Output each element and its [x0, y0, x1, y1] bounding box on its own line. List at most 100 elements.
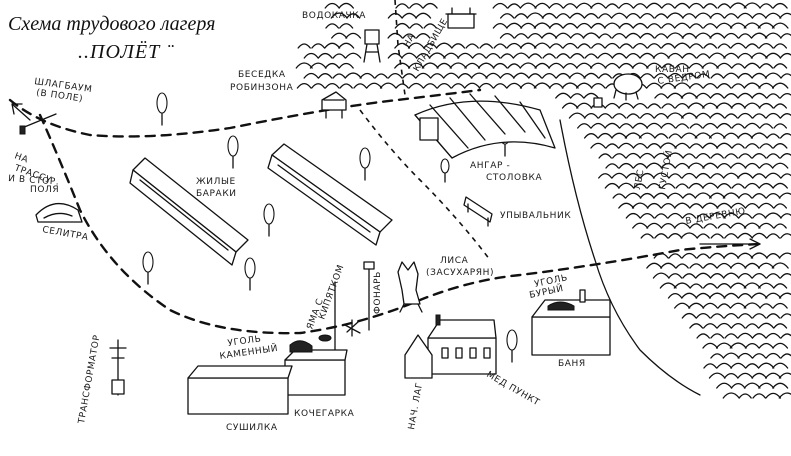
forest-tree-mark	[652, 272, 670, 279]
forest-tree-mark	[612, 193, 626, 199]
forest-tree-mark	[743, 222, 761, 229]
forest-tree-mark	[681, 292, 698, 299]
forest-tree-mark	[660, 222, 676, 229]
forest-tree-mark	[766, 313, 781, 319]
forest-tree-mark	[680, 92, 698, 99]
forest-tree-mark	[729, 302, 747, 309]
forest-tree-mark	[765, 352, 781, 359]
label-forest-2: ГУСТОЙ	[656, 149, 675, 191]
forest-tree-mark	[528, 73, 543, 79]
forest-tree-mark	[296, 82, 312, 89]
forest-tree-mark	[443, 52, 460, 59]
forest-tree-mark	[752, 313, 767, 319]
forest-tree-mark	[682, 273, 697, 279]
forest-tree-mark	[758, 202, 775, 209]
forest-tree-mark	[667, 293, 683, 299]
forest-tree-mark	[618, 102, 635, 109]
tree	[142, 251, 154, 285]
forest-tree-mark	[751, 272, 767, 279]
forest-tree-mark	[555, 32, 572, 39]
forest-tree-mark	[534, 2, 551, 9]
forest-tree-mark	[773, 283, 788, 289]
water-tower	[363, 29, 381, 63]
forest-tree-mark	[512, 52, 530, 59]
forest-tree-mark	[764, 32, 782, 39]
forest-tree-mark	[667, 52, 683, 59]
forest-tree-mark	[618, 202, 635, 209]
forest-tree-mark	[758, 222, 775, 229]
forest-tree-mark	[716, 22, 733, 29]
forest-tree-mark	[744, 122, 761, 129]
forest-tree-mark	[716, 322, 732, 329]
forest-tree-mark	[612, 153, 627, 159]
forest-tree-mark	[715, 102, 733, 109]
forest-tree-mark	[415, 33, 431, 39]
forest-tree-mark	[605, 163, 620, 169]
forest-tree-mark	[723, 312, 739, 319]
forest-tree-mark	[631, 202, 649, 209]
forest-tree-mark	[743, 102, 761, 109]
forest-tree-mark	[457, 52, 474, 59]
forest-tree-mark	[771, 22, 789, 29]
forest-tree-mark	[611, 172, 628, 179]
forest-tree-mark	[709, 252, 725, 259]
forest-tree-mark	[584, 53, 598, 59]
forest-tree-mark	[689, 143, 704, 149]
forest-tree-mark	[710, 73, 724, 79]
forest-tree-mark	[464, 62, 481, 69]
forest-tree-mark	[542, 53, 556, 59]
forest-tree-mark	[569, 93, 585, 99]
woodpile	[344, 319, 361, 337]
forest-tree-mark	[773, 43, 788, 49]
forest-tree-mark	[737, 12, 754, 19]
forest-tree-mark	[534, 62, 550, 69]
forest-tree-mark	[709, 32, 726, 39]
forest-tree-mark	[652, 52, 670, 59]
forest-tree-mark	[737, 112, 753, 119]
forest-tree-mark	[464, 82, 481, 89]
label-highway-1: НА	[13, 151, 30, 165]
forest-tree-mark	[583, 133, 599, 139]
forest-tree-mark	[618, 142, 635, 149]
forest-tree-mark	[759, 163, 774, 169]
forest-tree-mark	[401, 12, 417, 19]
forest-tree-mark	[618, 2, 634, 9]
forest-tree-mark	[702, 302, 719, 309]
barracks-1	[129, 157, 249, 266]
forest-tree-mark	[724, 153, 739, 159]
forest-tree-mark	[688, 182, 704, 189]
forest-tree-mark	[407, 62, 425, 69]
forest-tree-mark	[715, 342, 733, 349]
forest-tree-mark	[722, 392, 740, 399]
forest-tree-mark	[722, 352, 740, 359]
forest-tree-mark	[695, 172, 711, 179]
forest-tree-mark	[646, 62, 663, 69]
forest-tree-mark	[401, 52, 418, 59]
forest-tree-mark	[744, 162, 760, 169]
forest-tree-mark	[703, 23, 718, 29]
forest-tree-mark	[436, 83, 452, 89]
forest-tree-mark	[639, 32, 655, 39]
forest-tree-mark	[709, 112, 725, 119]
forest-tree-mark	[675, 263, 689, 269]
forest-tree-mark	[773, 323, 788, 329]
forest-tree-mark	[661, 3, 676, 9]
forest-tree-mark	[666, 152, 684, 159]
forest-tree-mark	[737, 252, 754, 259]
forest-tree-mark	[653, 192, 670, 199]
label-washstand: УПЫВАЛЬНИК	[500, 211, 571, 221]
small-house-top	[445, 7, 477, 29]
forest-tree-mark	[374, 73, 388, 79]
forest-tree-mark	[717, 43, 731, 49]
forest-tree-mark	[744, 182, 760, 189]
forest-tree-mark	[702, 142, 719, 149]
forest-tree-mark	[575, 2, 593, 9]
forest-tree-mark	[451, 83, 466, 89]
forest-tree-mark	[646, 122, 663, 129]
forest-tree-mark	[766, 153, 781, 159]
forest-tree-mark	[324, 42, 341, 49]
forest-tree-mark	[758, 262, 775, 269]
forest-tree-mark	[723, 52, 740, 59]
forest-tree-mark	[738, 213, 753, 219]
forest-tree-mark	[533, 22, 551, 29]
